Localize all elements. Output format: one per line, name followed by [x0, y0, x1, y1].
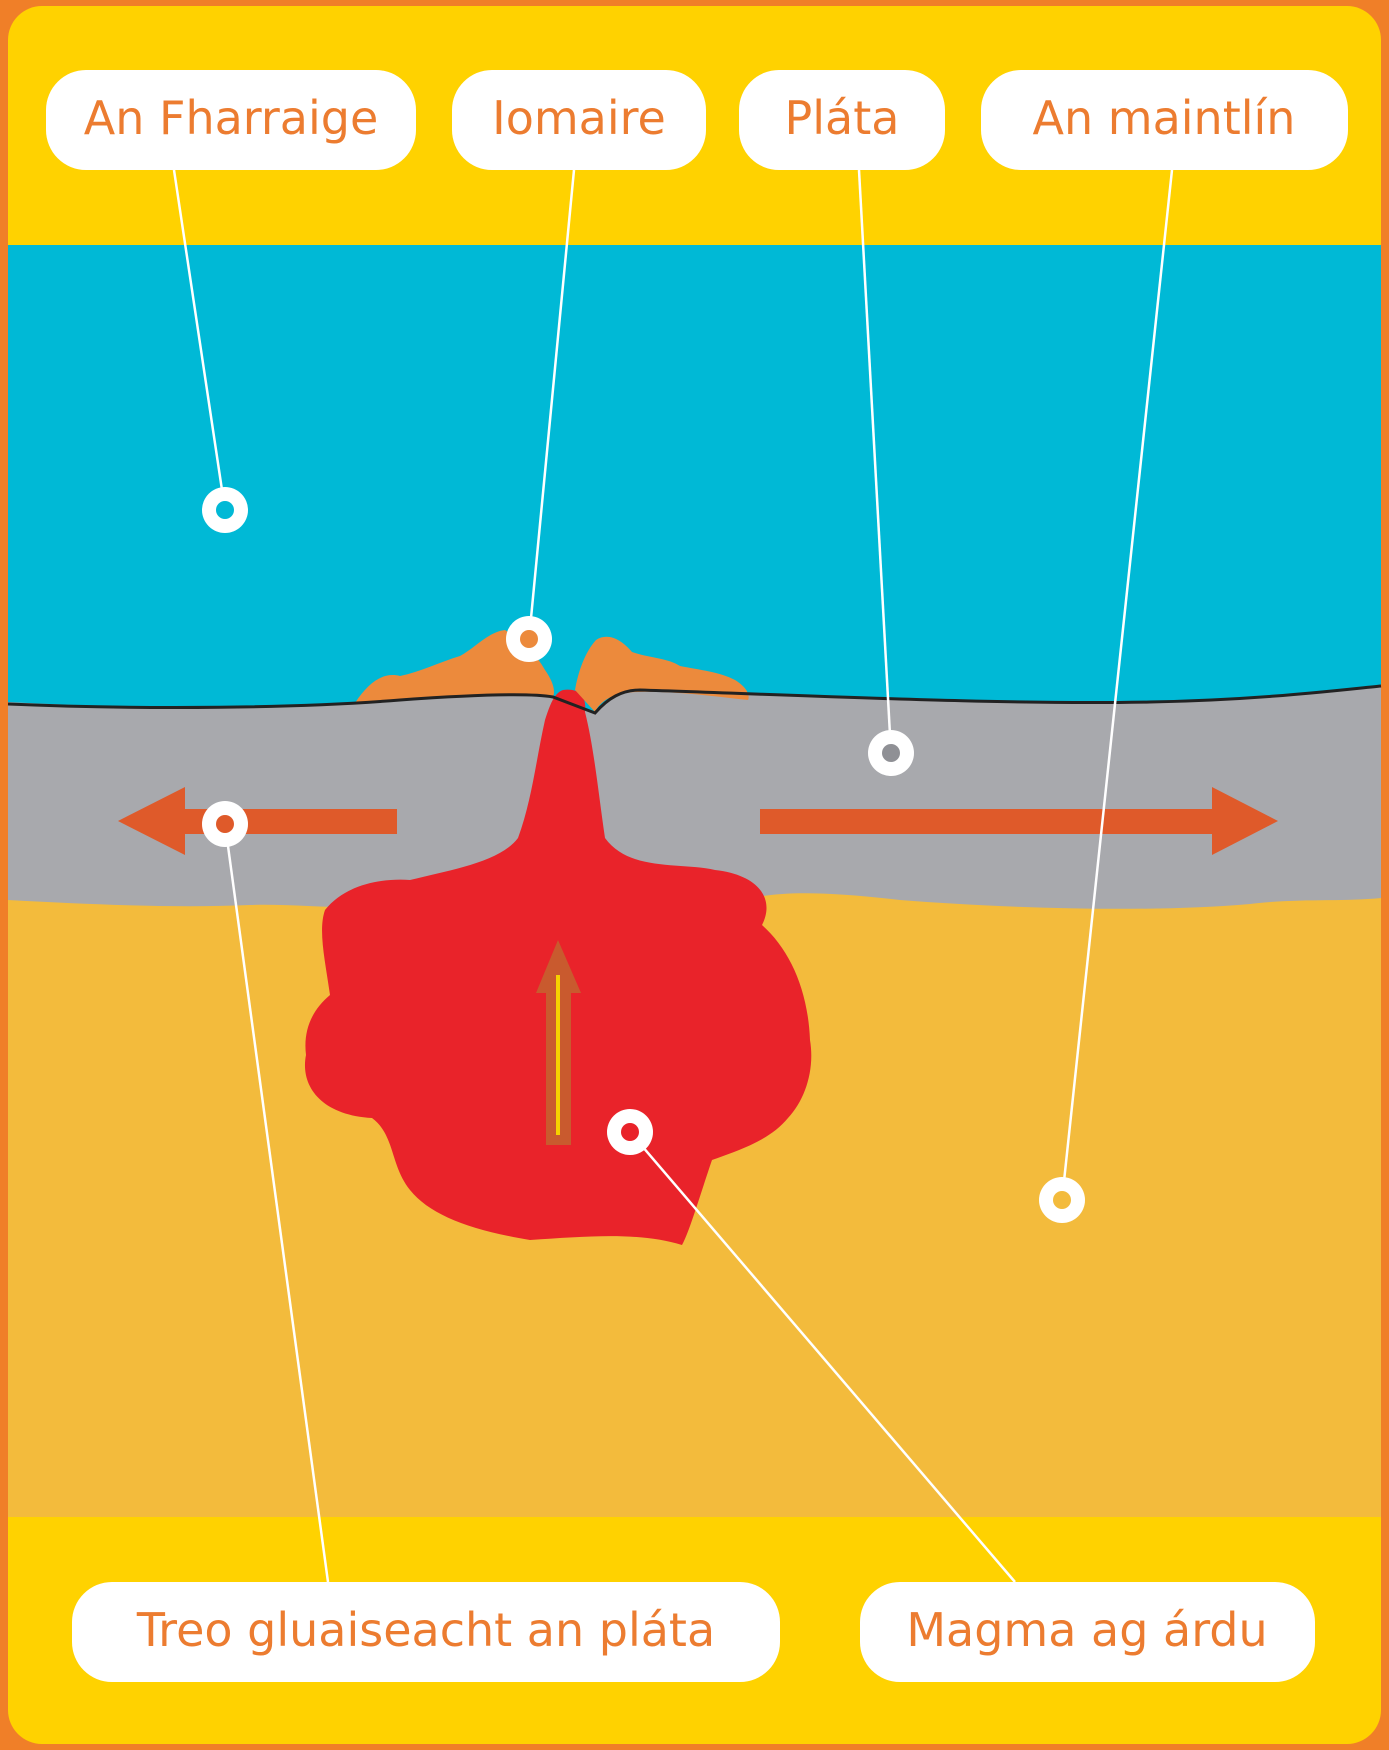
label-sea-pill: An Fharraige [46, 70, 416, 170]
marker-plate [868, 730, 914, 776]
marker-sea [202, 487, 248, 533]
marker-plate-motion [202, 801, 248, 847]
label-ridge-pill: Iomaire [452, 70, 706, 170]
seabed-line [7, 684, 1382, 715]
label-sea: An Fharraige [84, 91, 379, 145]
marker-mantle [1039, 1177, 1085, 1223]
leader-magma [629, 1131, 1016, 1583]
magma-rising-arrow [536, 940, 581, 1145]
leader-ridge [527, 169, 576, 640]
label-plate-motion: Treo gluaiseacht an pláta [136, 1603, 715, 1657]
label-ridge: Iomaire [492, 91, 666, 145]
ridge-rock-left [355, 630, 555, 703]
leader-plate [857, 169, 893, 754]
leader-mantle [1060, 169, 1174, 1201]
plate-layer [8, 686, 1381, 909]
label-plate-motion-pill: Treo gluaiseacht an pláta [72, 1582, 780, 1682]
marker-magma [607, 1109, 653, 1155]
right-plate-arrow [760, 787, 1278, 855]
sea-layer [8, 245, 1381, 715]
label-mantle: An maintlín [1033, 91, 1296, 145]
leader-lines [172, 169, 1174, 1583]
label-plate: Pláta [785, 91, 900, 145]
label-mantle-pill: An maintlín [981, 70, 1348, 170]
leader-plate-motion [223, 823, 330, 1583]
marker-ridge [506, 616, 552, 662]
leader-sea [172, 169, 227, 511]
label-magma-pill: Magma ag árdu [860, 1582, 1315, 1682]
label-plate-pill: Pláta [739, 70, 945, 170]
label-magma: Magma ag árdu [906, 1603, 1267, 1657]
